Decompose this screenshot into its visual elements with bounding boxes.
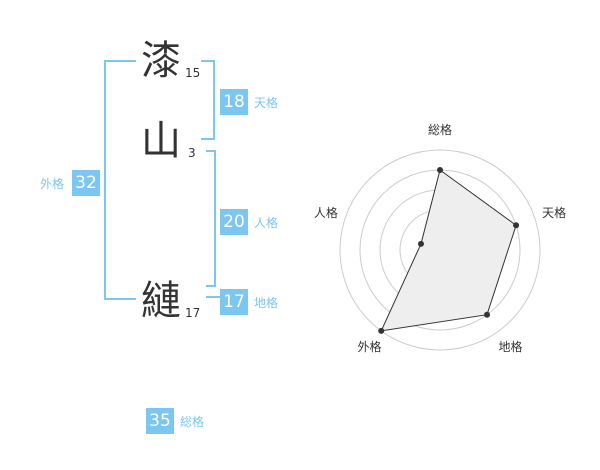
jinkaku-badge: 20 [220,209,248,235]
radar-ring [339,149,541,351]
gaikaku-label: 外格 [40,177,65,191]
radar-axis-label: 地格 [499,339,523,354]
radar-axis-label: 人格 [314,205,338,220]
radar-point [437,167,443,173]
radar-axis-label: 外格 [357,339,381,354]
radar-point [417,240,424,247]
radar-axis-label: 天格 [542,205,566,220]
radar-points [378,167,520,334]
name-char-2-strokes: 3 [188,146,196,160]
name-char-3-strokes: 17 [185,306,201,320]
radar-point [484,311,491,318]
soukaku-badge: 35 [146,408,174,434]
soukaku-label: 総格 [180,415,205,429]
tenkaku-badge: 18 [220,89,248,115]
chikaku-badge: 17 [220,289,248,315]
radar-polygon [380,169,517,332]
jinkaku-label: 人格 [254,216,279,230]
tenkaku-bracket [201,60,215,140]
chikaku-label: 地格 [254,296,279,310]
gaikaku-badge: 32 [72,170,100,196]
tenkaku-label: 天格 [254,96,279,110]
name-char-3: 縺 [141,278,181,324]
radar-point [378,327,385,334]
chikaku-connector [206,296,220,298]
name-char-1: 漆 [141,38,181,84]
radar-axis-label: 総格 [428,122,452,137]
name-char-1-strokes: 15 [185,66,201,80]
radar-point [513,222,520,229]
gaikaku-bracket [104,60,136,300]
jinkaku-bracket [206,150,216,287]
name-char-2: 山 [141,118,181,164]
